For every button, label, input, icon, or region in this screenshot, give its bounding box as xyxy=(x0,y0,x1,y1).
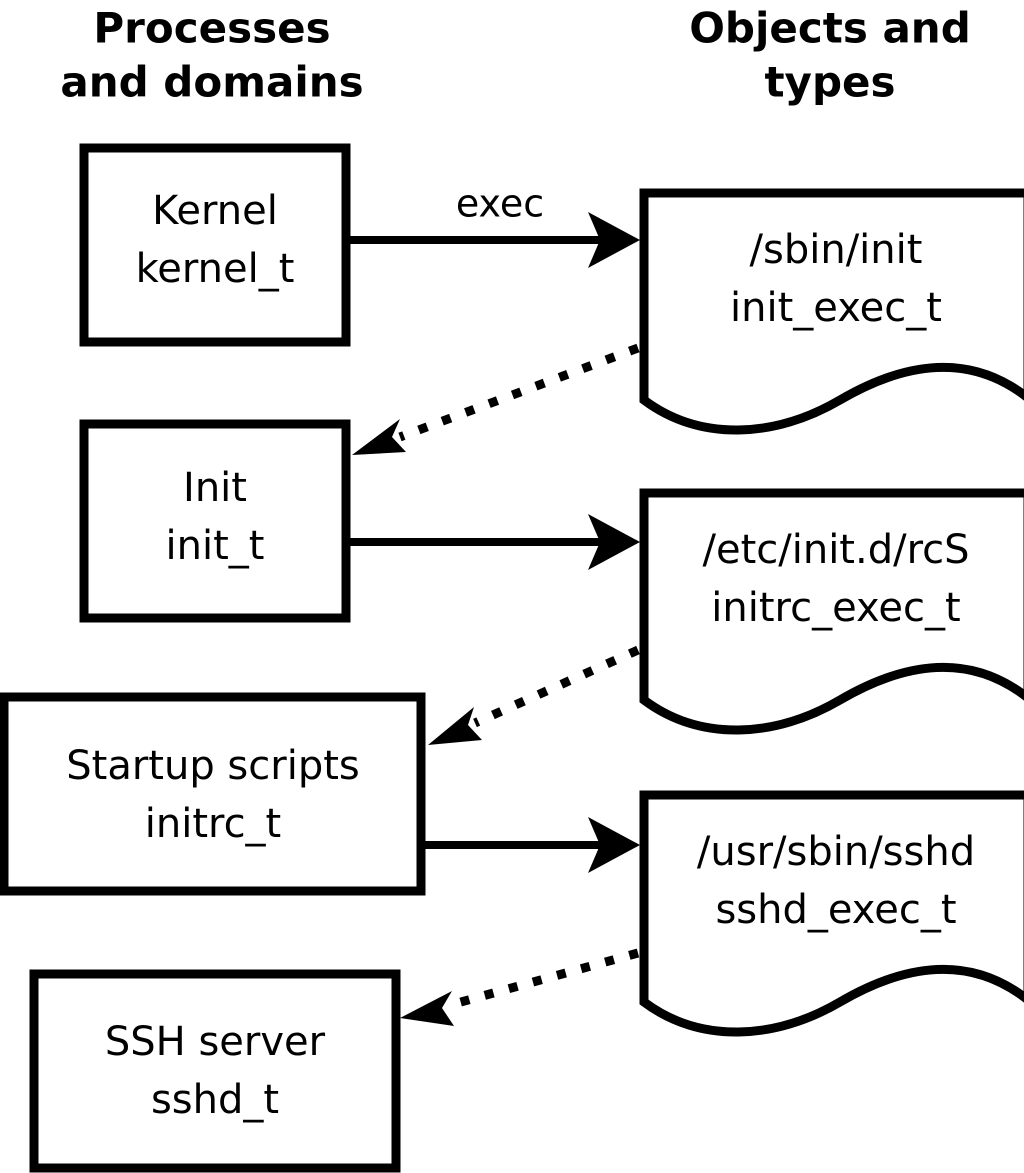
right-header-line1: Objects and xyxy=(689,4,971,53)
edge-sshd-exec-transition-sshd xyxy=(400,948,640,1026)
arrowhead-icon xyxy=(352,419,406,455)
arrowhead-icon xyxy=(588,212,640,268)
node-ssh-server[interactable]: SSH server sshd_t xyxy=(29,969,401,1173)
node-startup-scripts[interactable]: Startup scripts initrc_t xyxy=(0,692,426,896)
node-type-label: sshd_t xyxy=(151,1077,279,1123)
node-type-label: initrc_exec_t xyxy=(711,585,960,631)
node-name-label: Init xyxy=(183,465,247,511)
arrowhead-icon xyxy=(588,514,640,570)
node-init[interactable]: Init init_t xyxy=(79,419,351,623)
column-header-left: Processes and domains xyxy=(60,4,363,107)
left-header-line2: and domains xyxy=(60,58,363,107)
edge-initrc-exec-sshd-exec xyxy=(425,817,640,873)
edge-initrc-exec-transition-initrc xyxy=(428,645,640,745)
node-box xyxy=(29,969,401,1173)
arrowhead-icon xyxy=(428,707,482,745)
node-box xyxy=(79,419,351,623)
node-box xyxy=(0,692,426,896)
node-sbin-init[interactable]: /sbin/init init_exec_t xyxy=(639,188,1024,435)
column-header-right: Objects and types xyxy=(689,4,971,107)
node-type-label: kernel_t xyxy=(136,246,295,292)
node-kernel[interactable]: Kernel kernel_t xyxy=(79,143,351,347)
node-name-label: Kernel xyxy=(152,188,278,234)
edge-init-exec-initrc-exec xyxy=(350,514,640,570)
edge-kernel-exec-init-exec: exec xyxy=(350,182,640,268)
node-type-label: sshd_exec_t xyxy=(715,887,956,933)
arrowhead-icon xyxy=(400,991,454,1026)
node-etc-initd-rcs[interactable]: /etc/init.d/rcS initrc_exec_t xyxy=(639,488,1024,735)
node-type-label: init_t xyxy=(166,523,265,569)
document-shape xyxy=(639,790,1024,1037)
node-type-label: init_exec_t xyxy=(730,285,942,331)
left-header-line1: Processes xyxy=(93,4,330,53)
node-name-label: Startup scripts xyxy=(66,743,359,789)
edge-line xyxy=(473,645,640,728)
node-type-label: initrc_t xyxy=(145,801,282,847)
node-path-label: /usr/sbin/sshd xyxy=(697,829,975,875)
edge-line xyxy=(448,948,640,1010)
edge-line xyxy=(398,343,640,442)
edge-label-exec: exec xyxy=(456,182,544,226)
node-path-label: /sbin/init xyxy=(750,227,923,273)
node-usr-sbin-sshd[interactable]: /usr/sbin/sshd sshd_exec_t xyxy=(639,790,1024,1037)
right-header-line2: types xyxy=(764,58,895,107)
document-shape xyxy=(639,488,1024,735)
arrowhead-icon xyxy=(588,817,640,873)
node-box xyxy=(79,143,351,347)
document-shape xyxy=(639,188,1024,435)
node-name-label: SSH server xyxy=(105,1019,326,1065)
node-path-label: /etc/init.d/rcS xyxy=(702,527,969,573)
edge-init-exec-transition-init xyxy=(352,343,640,455)
